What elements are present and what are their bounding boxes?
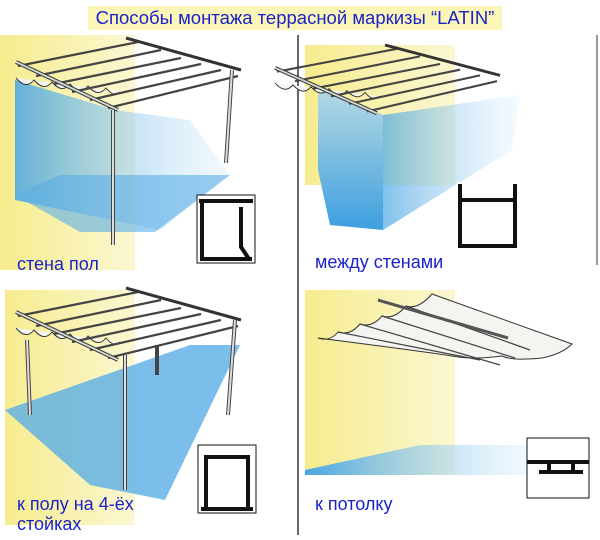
label-ceiling: к потолку <box>315 494 393 514</box>
label-four-posts-line2: стойках <box>17 514 82 534</box>
profile-ceiling-icon <box>526 437 590 499</box>
profile-wall-floor-icon <box>196 194 256 264</box>
profile-between-walls-icon <box>457 182 519 250</box>
panel-wall-floor-illustration <box>0 35 256 270</box>
panel-four-posts-illustration <box>5 286 257 525</box>
label-between-walls: между стенами <box>315 252 444 272</box>
label-four-posts-line1: к полу на 4-ёх <box>17 494 134 514</box>
panel-between-walls-illustration <box>273 43 520 250</box>
page-title: Способы монтажа террасной маркизы “LATIN… <box>88 6 502 30</box>
label-wall-floor: стена пол <box>17 254 99 274</box>
profile-four-posts-icon <box>197 444 257 514</box>
panel-ceiling-illustration <box>305 290 590 499</box>
